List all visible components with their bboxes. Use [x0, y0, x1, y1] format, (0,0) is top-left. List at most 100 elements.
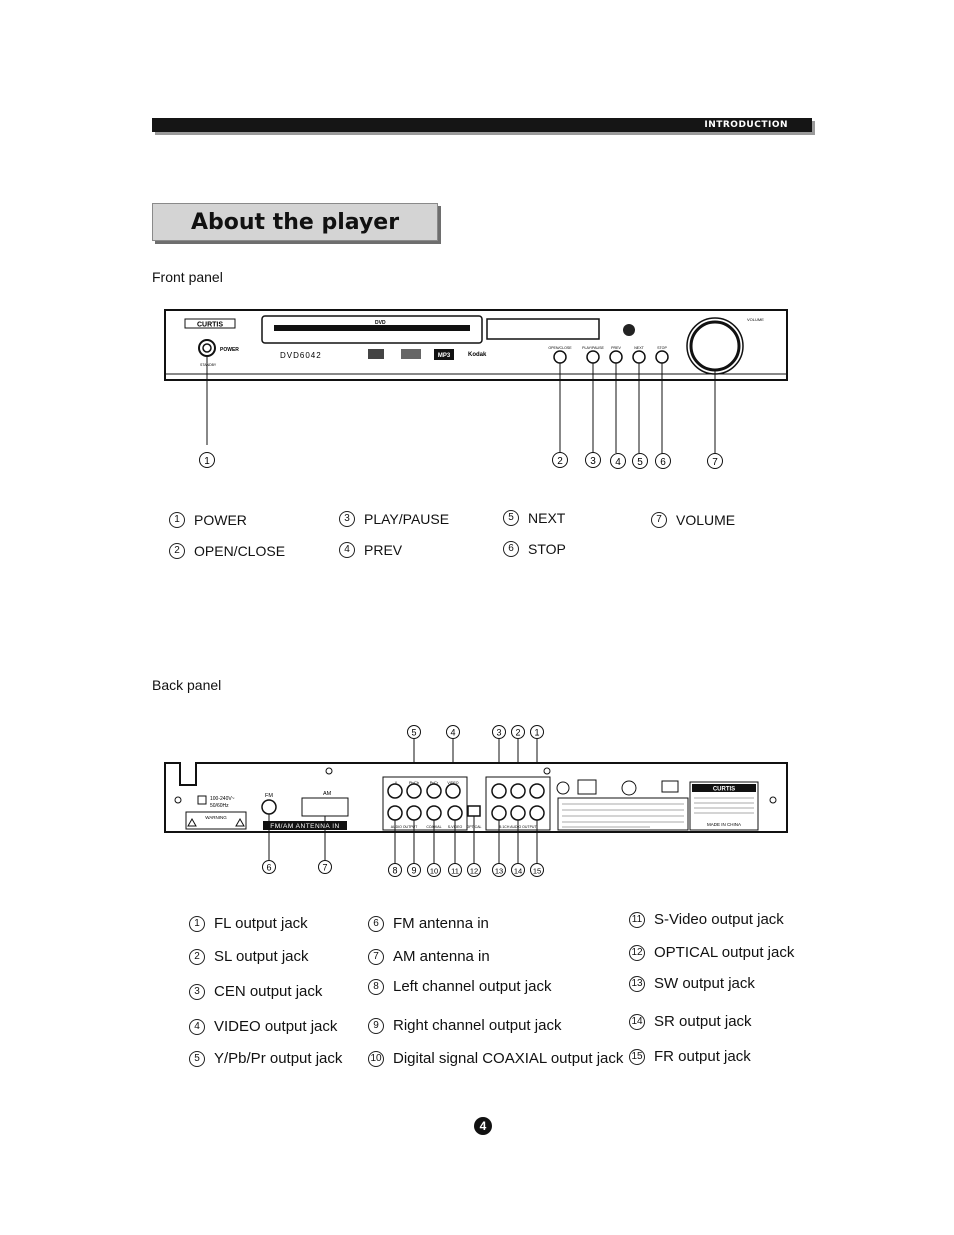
legend-label: S-Video output jack	[654, 911, 784, 928]
standby-label: STANDBY	[200, 363, 217, 367]
legend-label: FL output jack	[214, 915, 308, 932]
legend-number: 15	[629, 1048, 645, 1065]
legend-number: 5	[503, 510, 519, 526]
power-label: POWER	[220, 347, 239, 353]
legend-number: 2	[189, 948, 205, 965]
svg-text:Pr/Cr: Pr/Cr	[430, 781, 439, 785]
brand-logo-front	[184, 318, 236, 329]
voltage-label: 100-240V~	[210, 796, 235, 802]
power-socket-icon	[197, 795, 207, 805]
legend-number: 11	[629, 911, 645, 928]
legend-number: 10	[368, 1050, 384, 1067]
dolby-logo	[401, 349, 421, 359]
callout-12: 12	[470, 867, 478, 876]
cen-jack	[491, 783, 507, 799]
callout-14: 14	[514, 867, 522, 876]
fm-antenna-jack	[261, 799, 277, 815]
legend-label: FR output jack	[654, 1048, 751, 1065]
svg-text:Y: Y	[395, 781, 398, 785]
legend-number: 8	[368, 978, 384, 995]
sl-jack	[510, 783, 526, 799]
legend-number: 4	[339, 542, 355, 558]
callout-13: 13	[495, 867, 503, 876]
fm-label: FM	[265, 793, 273, 799]
play-pause-text: PLAY/PAUSE	[582, 346, 604, 350]
header-bar: INTRODUCTION	[152, 118, 812, 132]
back-panel-heading: Back panel	[152, 677, 222, 693]
stop-button	[655, 350, 669, 364]
fl-jack	[529, 783, 545, 799]
optical-jack	[467, 805, 481, 817]
legend-label: STOP	[528, 541, 566, 557]
fr-jack	[529, 805, 545, 821]
legend-label: VIDEO output jack	[214, 1018, 338, 1035]
etl-logo	[621, 780, 637, 796]
pb-jack	[406, 783, 422, 799]
warning-triangle-icon	[187, 817, 197, 827]
legend-label: FM antenna in	[393, 915, 489, 932]
page-title: About the player	[191, 210, 400, 235]
legend-label: Digital signal COAXIAL output jack	[393, 1050, 624, 1067]
made-in-label: MADE IN CHINA	[707, 822, 741, 827]
callout-4: 4	[450, 728, 455, 738]
callout-6: 6	[660, 457, 666, 468]
legend-label: PREV	[364, 542, 403, 558]
coaxial-jack	[426, 805, 442, 821]
legend-number: 14	[629, 1013, 645, 1030]
legend-number: 12	[629, 944, 645, 961]
warning-label-box	[185, 811, 247, 830]
legend-number: 5	[189, 1050, 205, 1067]
back-legend-item: 8 Left channel output jack	[368, 978, 551, 995]
cd-logo	[368, 349, 384, 359]
back-legend-item: 15 FR output jack	[629, 1048, 751, 1065]
sr-jack	[510, 805, 526, 821]
callout-4: 4	[615, 457, 621, 468]
front-callouts: 1 2 3 4 5 6 7	[199, 452, 723, 469]
section-title-box: About the player	[152, 203, 438, 241]
callout-6: 6	[266, 863, 271, 873]
callout-7: 7	[712, 457, 718, 468]
sw-jack	[491, 805, 507, 821]
fda-logo	[661, 780, 679, 793]
legend-number: 3	[189, 983, 205, 1000]
fcc-logo	[577, 779, 597, 795]
antenna-label-bar	[263, 821, 347, 830]
mp3-logo	[434, 349, 454, 360]
callout-2: 2	[515, 728, 520, 738]
freq-label: 50/60Hz	[210, 803, 229, 809]
legend-number: 3	[339, 511, 355, 527]
back-legend-item: 11 S-Video output jack	[629, 911, 784, 928]
legend-label: SW output jack	[654, 975, 755, 992]
compliance-text-block	[557, 797, 689, 831]
right-audio-jack	[406, 805, 422, 821]
stop-text: STOP	[657, 346, 667, 350]
back-legend-item: 10 Digital signal COAXIAL output jack	[368, 1050, 623, 1067]
back-callouts-top: 5 4 3 2 1	[407, 725, 544, 739]
legend-label: Left channel output jack	[393, 978, 552, 995]
legend-number: 1	[169, 512, 185, 528]
kodak-logo: Kodak	[468, 352, 487, 358]
mp3-text: MP3	[438, 353, 451, 359]
pr-jack	[426, 783, 442, 799]
volume-knob	[689, 320, 741, 372]
brand-text-front: CURTIS	[197, 322, 223, 329]
legend-number: 7	[368, 948, 384, 965]
prev-button	[609, 350, 623, 364]
volume-text: VOLUME	[747, 317, 764, 322]
left-audio-jack	[387, 805, 403, 821]
legend-label: PLAY/PAUSE	[364, 511, 450, 527]
legend-label: OPEN/CLOSE	[194, 543, 286, 559]
callout-3: 3	[590, 456, 596, 467]
disc-tray-slot	[274, 325, 470, 331]
